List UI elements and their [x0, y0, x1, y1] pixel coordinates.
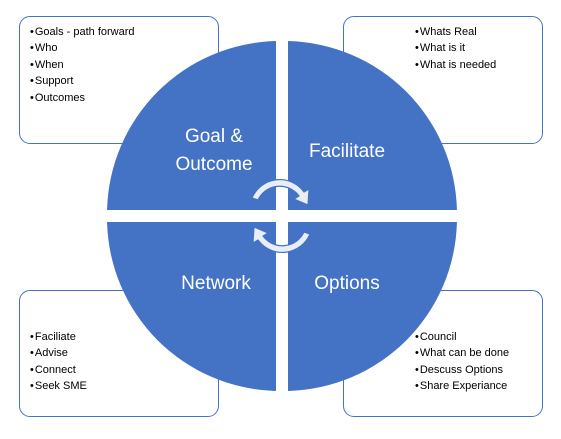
list-item: Faciliate: [30, 329, 218, 345]
list-item: Share Experiance: [415, 378, 542, 394]
circular-arrows-icon: [251, 178, 311, 254]
list-item: What is needed: [415, 57, 542, 73]
list-item: Whats Real: [415, 24, 542, 40]
network-list: Faciliate Advise Connect Seek SME: [30, 329, 218, 395]
goal-outcome-label-line2: Outcome: [175, 154, 252, 175]
list-item: Outcomes: [30, 90, 218, 106]
list-item: Support: [30, 73, 218, 89]
goal-outcome-list: Goals - path forward Who When Support Ou…: [30, 24, 218, 106]
list-item: Goals - path forward: [30, 24, 218, 40]
list-item: Connect: [30, 362, 218, 378]
options-quadrant: [288, 222, 457, 391]
network-quadrant: [107, 222, 276, 391]
options-label: Options: [314, 273, 379, 294]
list-item: When: [30, 57, 218, 73]
list-item: Advise: [30, 345, 218, 361]
list-item: Council: [415, 329, 542, 345]
facilitate-quadrant: [288, 41, 457, 211]
list-item: Seek SME: [30, 378, 218, 394]
list-item: What is it: [415, 40, 542, 56]
facilitate-list: Whats Real What is it What is needed: [415, 24, 542, 73]
list-item: What can be done: [415, 345, 542, 361]
list-item: Who: [30, 40, 218, 56]
list-item: Descuss Options: [415, 362, 542, 378]
options-list: Council What can be done Descuss Options…: [415, 329, 542, 395]
facilitate-label: Facilitate: [309, 141, 385, 162]
goal-outcome-label-line1: Goal &: [185, 126, 243, 147]
network-label: Network: [181, 273, 251, 294]
goal-outcome-quadrant: [107, 41, 276, 211]
